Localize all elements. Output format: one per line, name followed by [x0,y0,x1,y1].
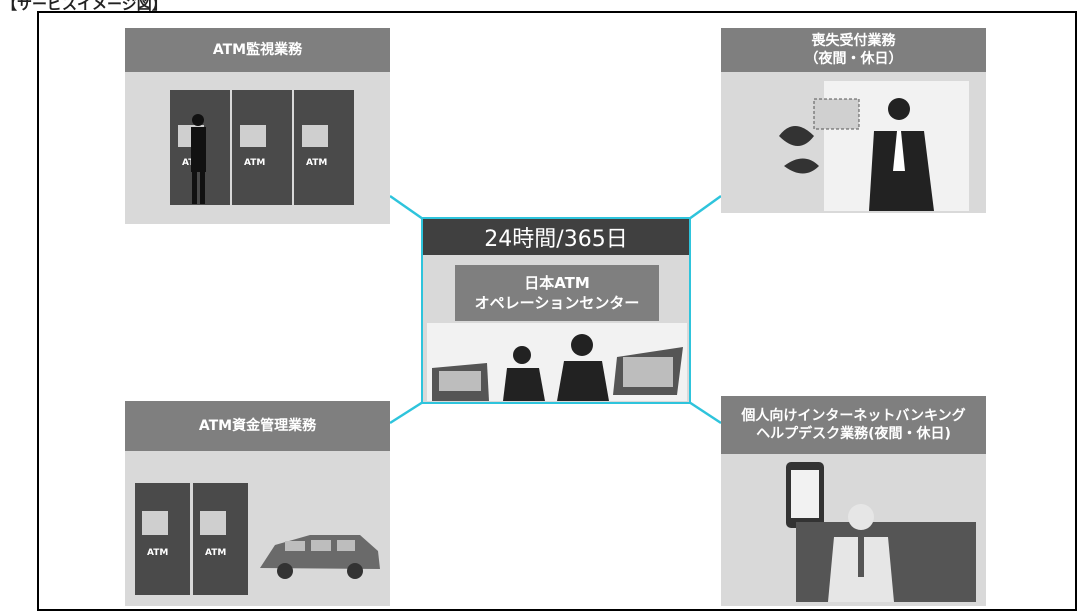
atm-label-5: ATM [205,548,226,558]
atm-funds-illustration: ATM ATM [135,483,380,595]
diagram-caption: 【サービスイメージ図】 [2,0,167,13]
box-lost-card-title-line1: 喪失受付業務 [811,33,896,49]
box-atm-monitoring-title: ATM監視業務 [212,42,303,58]
box-helpdesk: 個人向けインターネットバンキング ヘルプデスク業務(夜間・休日) [721,396,986,606]
connector-top-left [389,194,424,221]
connector-bottom-right [688,400,722,425]
atm-label-2: ATM [244,158,265,168]
center-hours-header: 24時間/365日 [423,219,689,255]
operation-center-illustration [427,323,687,401]
atm-label-3: ATM [306,158,327,168]
box-lost-card-header: 喪失受付業務 （夜間・休日） [721,28,986,72]
box-atm-monitoring-header: ATM監視業務 [125,28,390,72]
box-helpdesk-title-line2: ヘルプデスク業務(夜間・休日) [756,426,951,442]
center-hours: 24時間/365日 [484,227,628,252]
helpdesk-illustration [786,462,976,602]
operation-center: 24時間/365日 日本ATM オペレーションセンター [421,217,691,404]
center-name-box: 日本ATM オペレーションセンター [455,265,659,321]
lost-card-illustration [779,81,969,211]
box-lost-card: 喪失受付業務 （夜間・休日） [721,28,986,213]
box-atm-monitoring: ATM監視業務 ATM ATM ATM [125,28,390,224]
box-helpdesk-header: 個人向けインターネットバンキング ヘルプデスク業務(夜間・休日) [721,396,986,454]
atm-monitoring-illustration: ATM ATM ATM [170,90,354,205]
connector-top-right [688,194,722,221]
box-lost-card-title-line2: （夜間・休日） [804,51,903,67]
center-name-line1: 日本ATM [524,274,590,292]
center-name-line2: オペレーションセンター [474,294,640,312]
box-atm-funds-header: ATM資金管理業務 [125,401,390,451]
diagram-frame [37,11,1077,611]
box-atm-funds: ATM資金管理業務 ATM ATM [125,401,390,606]
box-atm-funds-title: ATM資金管理業務 [198,418,317,434]
atm-label-4: ATM [147,548,168,558]
connector-bottom-left [389,400,424,425]
box-helpdesk-title-line1: 個人向けインターネットバンキング [741,408,966,424]
